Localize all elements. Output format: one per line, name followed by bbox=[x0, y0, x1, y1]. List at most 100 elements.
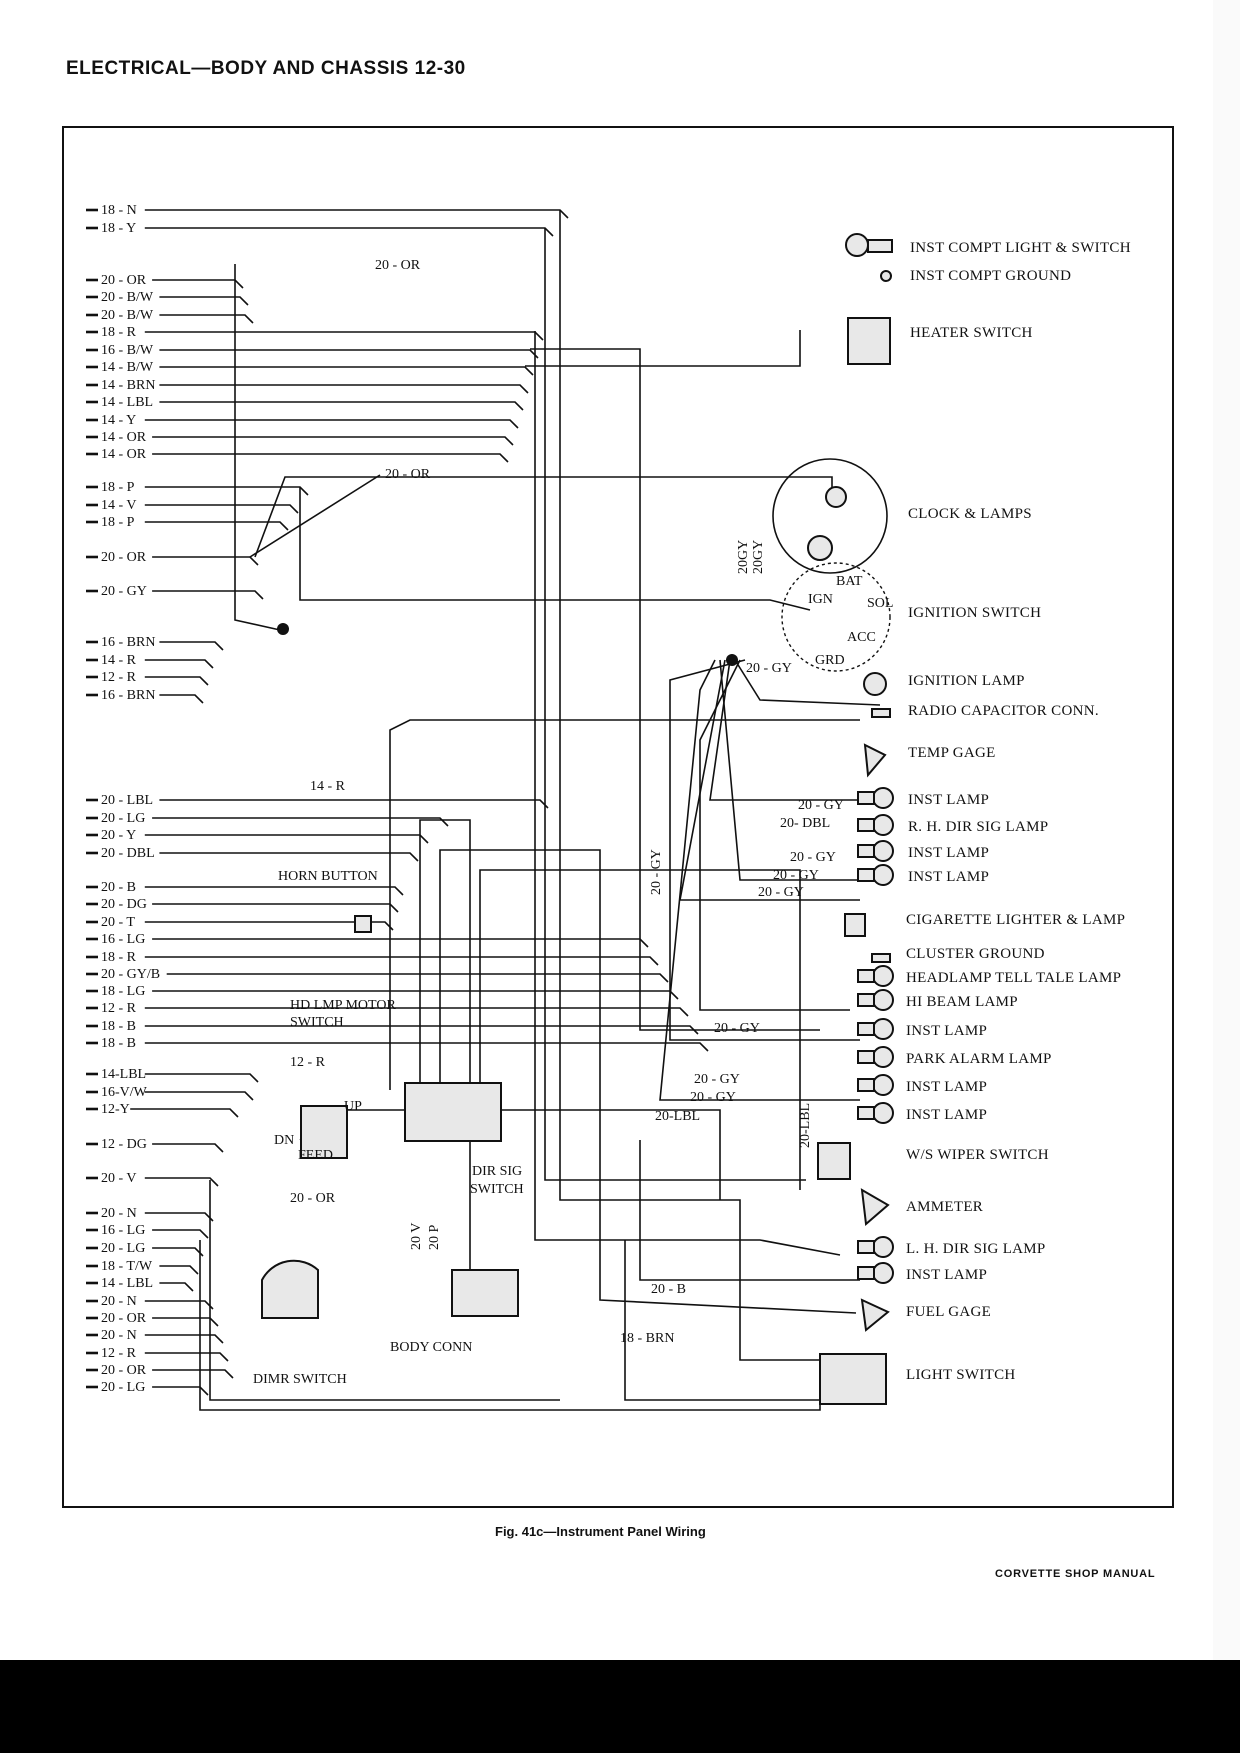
wire-run bbox=[389, 719, 860, 1090]
body-connector-icon bbox=[451, 1269, 519, 1317]
lamp-bulb-icon bbox=[872, 814, 894, 836]
wire-run bbox=[525, 330, 801, 367]
component-label: INST LAMP bbox=[908, 845, 989, 861]
wire-label: 20 - GY bbox=[101, 584, 147, 599]
inner-label-bat: BAT bbox=[836, 574, 863, 589]
ground-icon bbox=[871, 953, 891, 963]
wire-label: 20 - N bbox=[101, 1328, 137, 1343]
wire-run bbox=[709, 659, 860, 801]
inner-label-feed: FEED bbox=[298, 1148, 333, 1163]
lamp-socket-icon bbox=[857, 818, 875, 832]
hd-lamp-motor-switch-icon bbox=[300, 1105, 348, 1159]
wire-line bbox=[152, 279, 244, 289]
component-label: W/S WIPER SWITCH bbox=[906, 1147, 1049, 1163]
wire-run bbox=[534, 331, 841, 1256]
wire-label: 18 - R bbox=[101, 950, 137, 965]
wire-label: 14 - OR bbox=[101, 430, 147, 445]
wire-line bbox=[152, 1369, 234, 1379]
wire-line bbox=[144, 1025, 699, 1035]
lamp-socket-icon bbox=[857, 993, 875, 1007]
inner-label-hd_lmp_2: SWITCH bbox=[290, 1015, 344, 1030]
wire-label: 20 - LG bbox=[101, 1380, 145, 1395]
page-title: ELECTRICAL—BODY AND CHASSIS 12-30 bbox=[66, 58, 466, 79]
inner-label-brn18: 18 - BRN bbox=[620, 1331, 674, 1346]
wire-label: 18 - T/W bbox=[101, 1259, 153, 1274]
wire-label: 18 - B bbox=[101, 1036, 136, 1051]
wire-run bbox=[734, 659, 881, 706]
component-label: TEMP GAGE bbox=[908, 745, 996, 761]
junction-node bbox=[726, 654, 738, 666]
wire-label: 20 - OR bbox=[101, 1363, 147, 1378]
inner-label-b20: 20 - B bbox=[651, 1282, 686, 1297]
inner-label-or_mid: 20 - OR bbox=[385, 467, 431, 482]
wire-line bbox=[152, 590, 264, 600]
lamp-bulb-icon bbox=[807, 535, 833, 561]
wire-run bbox=[669, 659, 860, 1041]
gage-icon bbox=[860, 1188, 890, 1226]
inner-label-gy_g: 20 - GY bbox=[690, 1090, 736, 1105]
wire-label: 20 - Y bbox=[101, 828, 136, 843]
wire-line bbox=[144, 1300, 214, 1310]
wire-line bbox=[144, 834, 429, 844]
ground-icon bbox=[880, 270, 892, 282]
wire-label: 20 - N bbox=[101, 1206, 137, 1221]
dimmer-switch-icon bbox=[261, 1259, 319, 1319]
wire-label: 20 - OR bbox=[101, 1311, 147, 1326]
heater-switch-icon bbox=[847, 317, 891, 365]
clock-icon bbox=[772, 458, 888, 574]
lamp-bulb-icon bbox=[872, 989, 894, 1011]
inner-label-gy_a: 20 - GY bbox=[798, 798, 844, 813]
wire-label: 16 - LG bbox=[101, 1223, 145, 1238]
wire-run bbox=[530, 348, 820, 1031]
inner-label-grd: GRD bbox=[815, 653, 845, 668]
wire-line bbox=[152, 1317, 219, 1327]
inner-label-or_top: 20 - OR bbox=[375, 258, 421, 273]
wire-line bbox=[144, 504, 299, 514]
component-label: PARK ALARM LAMP bbox=[906, 1051, 1052, 1067]
wire-run bbox=[479, 869, 801, 1190]
inner-label-dn: DN bbox=[274, 1133, 294, 1148]
wire-label: 14 - Y bbox=[101, 413, 136, 428]
lamp-socket-icon bbox=[857, 969, 875, 983]
inner-label-ign: IGN bbox=[808, 592, 833, 607]
lamp-socket-icon bbox=[857, 868, 875, 882]
wire-line bbox=[159, 1282, 194, 1292]
wire-line bbox=[144, 1177, 219, 1187]
component-label: INST LAMP bbox=[906, 1079, 987, 1095]
wire-label: 14 - LBL bbox=[101, 395, 153, 410]
wire-label: 16 - B/W bbox=[101, 343, 154, 358]
wire-label: 20 - OR bbox=[101, 273, 147, 288]
component-label: INST LAMP bbox=[906, 1023, 987, 1039]
wire-run bbox=[234, 264, 281, 631]
wire-label: 14 - B/W bbox=[101, 360, 154, 375]
wire-label: 16 - BRN bbox=[101, 635, 155, 650]
wire-line bbox=[144, 886, 404, 896]
wire-run bbox=[299, 487, 811, 611]
manual-footer: CORVETTE SHOP MANUAL bbox=[995, 1568, 1156, 1580]
wire-line bbox=[152, 990, 679, 1000]
wire-run bbox=[544, 228, 806, 1181]
inner-label-dimr: DIMR SWITCH bbox=[253, 1372, 347, 1387]
manual-page bbox=[0, 0, 1213, 1660]
inner-label-dir_sig_1: DIR SIG bbox=[472, 1164, 522, 1179]
wire-label: 12-Y bbox=[101, 1102, 130, 1117]
wire-label: 12 - R bbox=[101, 1346, 137, 1361]
figure-caption: Fig. 41c—Instrument Panel Wiring bbox=[495, 1524, 706, 1539]
wire-line bbox=[144, 1352, 229, 1362]
wire-line bbox=[159, 384, 529, 394]
wire-line bbox=[152, 938, 649, 948]
lighter-icon bbox=[844, 913, 866, 937]
lamp-bulb-icon bbox=[872, 1262, 894, 1284]
inner-label-gy_d: 20 - GY bbox=[758, 885, 804, 900]
wire-run bbox=[249, 474, 381, 558]
inner-label-lbl_vert: 20-LBL bbox=[798, 1103, 813, 1148]
wire-line bbox=[152, 903, 399, 913]
wire-label: 20 - B bbox=[101, 880, 136, 895]
wire-label: 14-LBL bbox=[101, 1067, 146, 1082]
ignition-switch-icon bbox=[781, 562, 891, 672]
junction-node bbox=[277, 623, 289, 635]
lamp-socket-icon bbox=[857, 1022, 875, 1036]
